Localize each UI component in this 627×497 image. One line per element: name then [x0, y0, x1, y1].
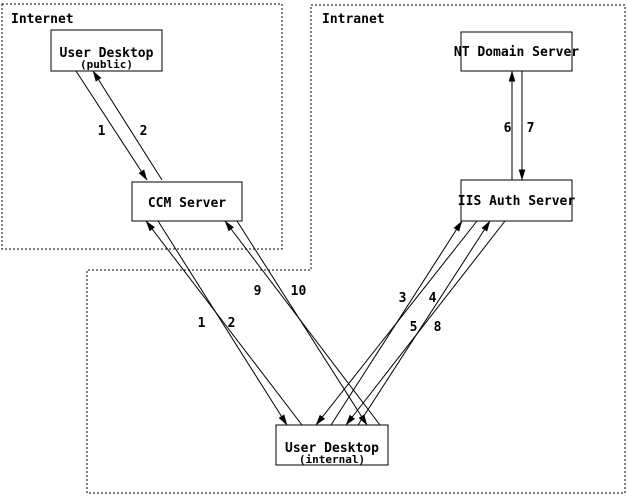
arrow-label-8: 8 — [434, 320, 442, 335]
arrow-label-2-upper: 2 — [140, 124, 148, 139]
arrow-label-1-lower: 1 — [198, 316, 206, 331]
node-ccm-server-title: CCM Server — [148, 196, 226, 211]
node-nt-domain-server: NT Domain Server — [454, 31, 579, 72]
node-iis-auth-server-title: IIS Auth Server — [458, 194, 576, 209]
node-user-desktop-public-title: User Desktop — [60, 46, 154, 61]
node-iis-auth-server: IIS Auth Server — [458, 179, 576, 222]
arrow-label-6: 6 — [504, 121, 512, 136]
arrow-10-ccm-to-internal-desktop — [236, 220, 368, 426]
arrow-label-9: 9 — [254, 284, 262, 299]
arrow-label-10: 10 — [291, 284, 307, 299]
arrow-label-2-lower: 2 — [228, 316, 236, 331]
arrow-label-1-upper: 1 — [98, 124, 106, 139]
node-user-desktop-internal-subtitle: (internal) — [299, 453, 365, 466]
node-user-desktop-public-box — [50, 29, 163, 72]
zone-intranet-label: Intranet — [322, 12, 385, 27]
arrow-2-ccm-to-public-desktop — [92, 70, 163, 181]
node-nt-domain-server-title: NT Domain Server — [454, 45, 579, 60]
arrow-1-public-desktop-to-ccm — [75, 70, 148, 181]
zone-internet-border — [1, 3, 283, 250]
node-user-desktop-public-subtitle: (public) — [80, 58, 133, 71]
node-user-desktop-internal-box — [275, 424, 389, 466]
node-ccm-server-box — [131, 181, 243, 222]
zone-internet-label: Internet — [11, 12, 74, 27]
arrow-label-5: 5 — [410, 320, 418, 335]
arrow-4-iis-to-internal-desktop — [315, 220, 478, 426]
arrow-1-internal-desktop-to-ccm — [145, 220, 303, 426]
arrow-label-7: 7 — [527, 121, 535, 136]
node-user-desktop-public: User Desktop (public) — [50, 29, 163, 72]
arrow-label-3: 3 — [399, 291, 407, 306]
node-nt-domain-server-box — [460, 31, 573, 72]
node-ccm-server: CCM Server — [131, 181, 243, 222]
node-user-desktop-internal-title: User Desktop — [285, 441, 379, 456]
arrow-5-internal-desktop-to-iis — [357, 220, 491, 426]
node-user-desktop-internal: User Desktop (internal) — [275, 424, 389, 466]
arrow-2-ccm-to-internal-desktop — [157, 220, 288, 426]
node-iis-auth-server-box — [460, 179, 573, 222]
zone-intranet-border — [86, 4, 626, 494]
arrow-8-iis-to-internal-desktop — [345, 220, 506, 426]
arrow-label-4: 4 — [429, 291, 437, 306]
